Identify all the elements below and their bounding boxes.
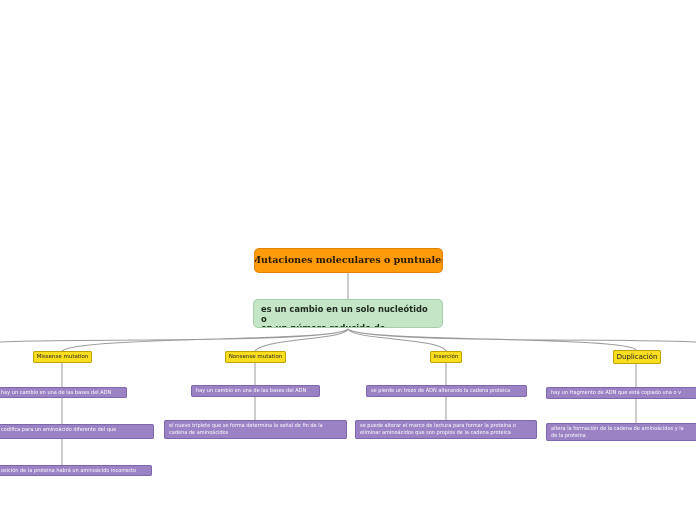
missense-detail-1[interactable]: hay un cambio en una de las bases del AD… — [0, 387, 127, 398]
insercion-detail-2[interactable]: se puede alterar el marco de lectura par… — [355, 420, 537, 439]
link-sub-left-offscreen — [0, 328, 349, 343]
nonsense-detail-1[interactable]: hay un cambio en una de las bases del AD… — [191, 385, 320, 397]
category-duplicacion[interactable]: Duplicación — [613, 350, 661, 364]
link-sub-insercion — [347, 328, 447, 352]
category-missense-mutation[interactable]: Missense mutation — [33, 351, 92, 363]
link-sub-right-offscreen — [347, 328, 696, 343]
link-sub-nonsense — [254, 328, 349, 352]
root-topic-node[interactable]: Mutaciones moleculares o puntuales — [254, 248, 443, 273]
missense-detail-3[interactable]: osición de la proteina habrá un aminoáci… — [0, 465, 152, 476]
nonsense-detail-2[interactable]: el nuevo triplete que se forma determina… — [164, 420, 347, 439]
category-nonsense-mutation[interactable]: Nonsense mutation — [225, 351, 286, 363]
category-insercion[interactable]: Inserción — [430, 351, 462, 363]
missense-detail-2[interactable]: codifica para un aminoácido diferente de… — [0, 424, 154, 439]
definition-subtopic-node[interactable]: es un cambio en un solo nucleótido o en … — [253, 299, 443, 328]
duplicacion-detail-1[interactable]: hay un fragmento de ADN que está copiado… — [546, 387, 696, 399]
duplicacion-detail-2[interactable]: altera la formación de la cadena de amin… — [546, 423, 696, 441]
insercion-detail-1[interactable]: se pierde un trozo de ADN alterando la c… — [366, 385, 527, 397]
